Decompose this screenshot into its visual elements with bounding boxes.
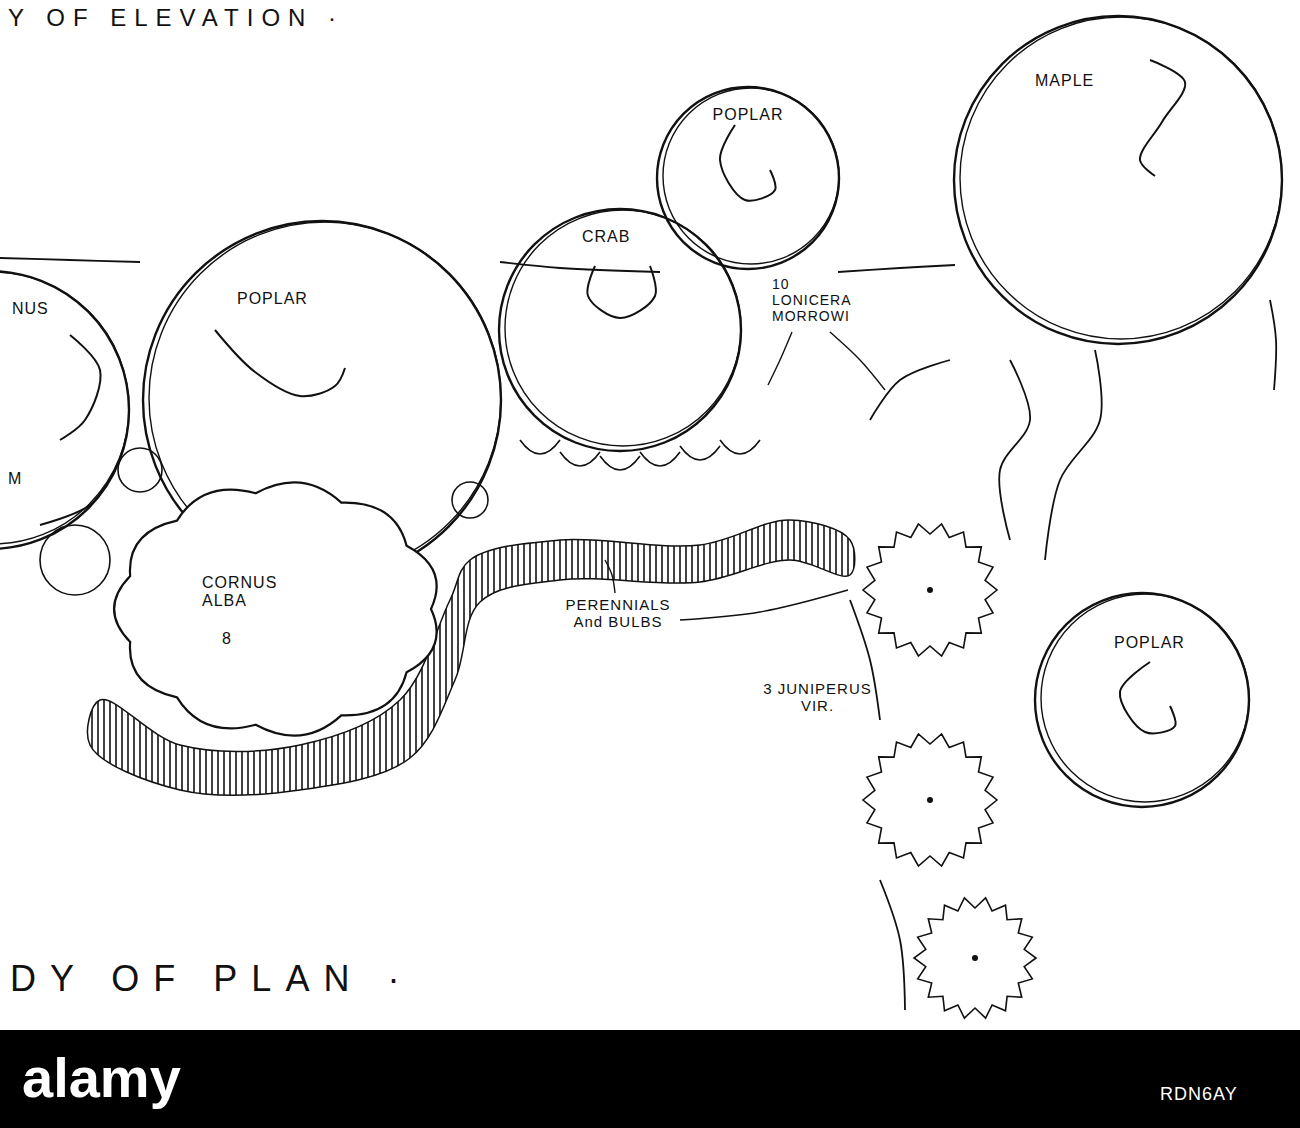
juniper-dot	[927, 797, 933, 803]
outline-ring	[954, 16, 1282, 344]
sketch-line	[880, 880, 905, 1010]
juniper-outline	[914, 898, 1036, 1018]
tree-circle: POPLAR	[1034, 592, 1250, 808]
tree-circle: CRAB	[498, 208, 742, 452]
tree-circle: MAPLE	[953, 15, 1283, 345]
plant-name: POPLAR	[713, 106, 784, 124]
sketch-line	[870, 360, 950, 420]
outline-ring	[1035, 593, 1249, 807]
leader-line	[830, 332, 885, 390]
juniper-dot	[927, 587, 933, 593]
juniper-dot	[972, 955, 978, 961]
sketch-line	[1270, 300, 1276, 390]
plant-name: CRAB	[582, 228, 630, 246]
shrub-scallop	[600, 456, 640, 470]
outline-ring	[663, 88, 839, 264]
outline-ring	[0, 272, 129, 544]
juniper-outline	[863, 524, 997, 656]
plant-note: PERENNIALS And BULBS	[562, 596, 674, 631]
node-outline	[1034, 592, 1250, 808]
sketch-line	[1045, 350, 1102, 560]
plant-name: POPLAR	[237, 290, 308, 308]
plant-note: 10 LONICERA MORROWI	[772, 276, 872, 324]
plant-name: CORNUS ALBA	[202, 574, 292, 611]
shrub-scallop	[640, 452, 680, 466]
shrub-circle	[118, 448, 162, 492]
view-title: Y OF ELEVATION ·	[8, 4, 344, 32]
outline-cloud	[114, 482, 437, 735]
plant-note: 3 JUNIPERUS VIR.	[755, 680, 880, 715]
leader-line	[680, 590, 848, 620]
sketch-line	[0, 258, 140, 262]
shrub-cloud: CORNUS ALBA 8	[110, 478, 445, 740]
image-id: RDN6AY	[1160, 1084, 1238, 1105]
plant-name: MAPLE	[1035, 72, 1094, 90]
juniper-outline	[863, 734, 997, 866]
branch-hook	[215, 330, 345, 396]
branch-hook	[1120, 662, 1176, 733]
leader-line	[768, 332, 792, 385]
tree-circle: POPLAR	[656, 86, 840, 270]
plant-note: 8	[222, 630, 232, 648]
branch-hook	[720, 125, 776, 201]
plant-name: NUS	[12, 300, 49, 318]
outline-ring	[657, 87, 839, 269]
sketch-line	[838, 265, 955, 272]
sketch-line	[850, 600, 880, 720]
juniper-symbol	[914, 898, 1036, 1018]
shrub-scallop	[560, 452, 600, 466]
shrub-scallop	[680, 446, 720, 460]
juniper-symbol	[863, 734, 997, 866]
node-outline	[953, 15, 1283, 345]
watermark-bar	[0, 1030, 1300, 1128]
leader-line	[605, 560, 615, 593]
watermark: alamy	[22, 1046, 181, 1110]
outline-ring	[960, 17, 1282, 339]
node-outline	[110, 478, 445, 740]
outline-ring	[0, 271, 129, 549]
branch-hook	[60, 335, 101, 440]
outline-ring	[505, 210, 741, 446]
shrub-circle: NUS M	[0, 270, 130, 550]
outline-ring	[499, 209, 741, 451]
branch-hook	[587, 266, 656, 318]
shrub-scallop	[720, 440, 760, 454]
plant-note: M	[8, 470, 22, 488]
outline-ring	[1041, 594, 1249, 802]
plant-name: POPLAR	[1114, 634, 1185, 652]
juniper-symbol	[863, 524, 997, 656]
shrub-scallop	[520, 440, 560, 454]
branch-hook	[1140, 60, 1185, 176]
sketch-line	[999, 360, 1030, 540]
view-title: DY OF PLAN ·	[10, 958, 413, 999]
